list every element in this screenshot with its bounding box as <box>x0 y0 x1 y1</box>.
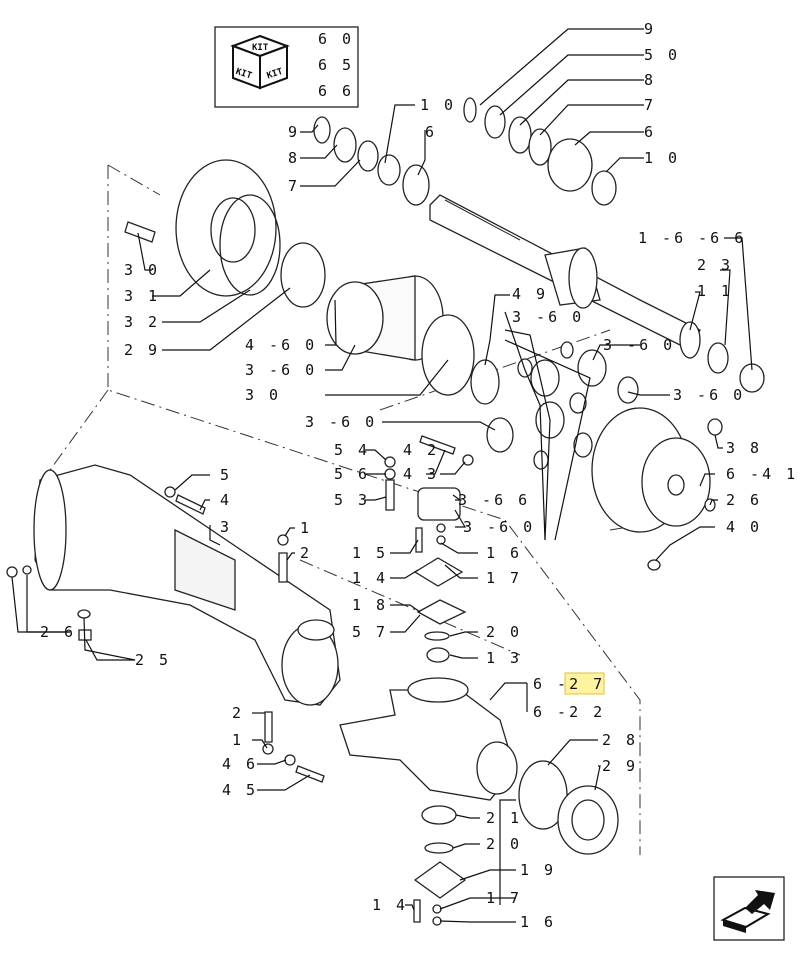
callout-10b: 1 0 <box>420 96 456 114</box>
callout-9b: 9 <box>288 123 300 141</box>
callout-15: 1 5 <box>352 544 388 562</box>
kit-ref-66: 6 6 <box>318 82 354 100</box>
callout-7b: 7 <box>288 177 300 195</box>
callout-56: 5 6 <box>334 465 370 483</box>
callout-45: 4 5 <box>222 781 258 799</box>
callout-360f: 3 -6 0 <box>463 518 535 536</box>
callout-360e: 3 -6 0 <box>673 386 745 404</box>
callout-4: 4 <box>220 491 232 509</box>
planet-carrier <box>591 407 723 571</box>
callout-460: 4 -6 0 <box>245 336 317 354</box>
leader-lines <box>11 28 753 923</box>
callout-30: 3 0 <box>124 261 160 279</box>
callout-1b: 1 <box>232 731 244 749</box>
hub-flange <box>124 159 326 308</box>
callout-23: 2 3 <box>697 256 733 274</box>
callout-9: 9 <box>644 20 656 38</box>
callout-57: 5 7 <box>352 623 388 641</box>
callout-641: 6 -4 1 <box>726 465 798 483</box>
callout-31: 3 1 <box>124 287 160 305</box>
callout-360c: 3 -6 0 <box>245 361 317 379</box>
callout-11: 1 1 <box>697 282 733 300</box>
callout-46: 4 6 <box>222 755 258 773</box>
callout-17b: 1 7 <box>486 889 522 907</box>
callout-labels[interactable]: 9 5 0 8 7 6 1 0 1 0 6 9 8 7 3 0 3 1 3 2 … <box>40 20 798 931</box>
callout-10: 1 0 <box>644 149 680 167</box>
half-shaft <box>429 194 701 359</box>
kit-ref-65: 6 5 <box>318 56 354 74</box>
callout-38: 3 8 <box>726 439 762 457</box>
callout-19: 1 9 <box>520 861 556 879</box>
kit-box[interactable]: KIT KIT KIT 6 0 6 5 6 6 <box>214 26 359 108</box>
callout-28: 2 8 <box>602 731 638 749</box>
callout-8b: 8 <box>288 149 300 167</box>
callout-622: 6 -2 2 <box>533 703 605 721</box>
callout-6b: 6 <box>425 123 437 141</box>
callout-366: 3 -6 6 <box>458 491 530 509</box>
center-hardware <box>384 435 474 625</box>
callout-1: 1 <box>300 519 312 537</box>
callout-2: 2 <box>300 544 312 562</box>
callout-360d: 3 -6 0 <box>305 413 377 431</box>
callout-20b: 2 0 <box>486 835 522 853</box>
callout-6: 6 <box>644 123 656 141</box>
kit-ref-60: 6 0 <box>318 30 354 48</box>
callout-17: 1 7 <box>486 569 522 587</box>
callout-32: 3 2 <box>124 313 160 331</box>
callout-360b: 3 -6 0 <box>603 336 675 354</box>
callout-14b: 1 4 <box>372 896 408 914</box>
planetary-gears <box>486 341 639 470</box>
callout-7: 7 <box>644 96 656 114</box>
kit-cube-icon: KIT KIT KIT <box>230 34 290 90</box>
callout-2b: 2 <box>232 704 244 722</box>
callout-49: 4 9 <box>512 285 548 303</box>
callout-8: 8 <box>644 71 656 89</box>
callout-26b: 2 6 <box>40 623 76 641</box>
callout-29b: 2 9 <box>602 757 638 775</box>
ring-gear <box>326 275 500 405</box>
callout-14: 1 4 <box>352 569 388 587</box>
callout-5: 5 <box>220 466 232 484</box>
shaft-seals-and-rings <box>313 97 765 393</box>
highlight-callout-627 <box>564 672 605 695</box>
callout-25: 2 5 <box>135 651 171 669</box>
steering-knuckle <box>262 631 518 801</box>
callout-18: 1 8 <box>352 596 388 614</box>
callout-29: 2 9 <box>124 341 160 359</box>
callout-40: 4 0 <box>726 518 762 536</box>
callout-20: 2 0 <box>486 623 522 641</box>
callout-43: 4 3 <box>403 465 439 483</box>
callout-3: 3 <box>220 518 232 536</box>
callout-30b: 3 0 <box>245 386 281 404</box>
callout-13: 1 3 <box>486 649 522 667</box>
callout-627: 6 -2 7 <box>533 675 605 693</box>
lower-pivot-parts <box>413 760 619 926</box>
callout-42: 4 2 <box>403 441 439 459</box>
axle-housing <box>6 464 341 706</box>
callout-54: 5 4 <box>334 441 370 459</box>
callout-26: 2 6 <box>726 491 762 509</box>
callout-50: 5 0 <box>644 46 680 64</box>
callout-21: 2 1 <box>486 809 522 827</box>
callout-1666: 1 -6 -6 6 <box>638 229 746 247</box>
kit-label-top: KIT <box>252 43 269 53</box>
kit-label-right: KIT <box>266 67 285 82</box>
callout-360a: 3 -6 0 <box>512 308 584 326</box>
callout-16b: 1 6 <box>520 913 556 931</box>
page-arrow-icon[interactable] <box>713 876 785 941</box>
kit-label-left: KIT <box>234 67 253 82</box>
callout-16: 1 6 <box>486 544 522 562</box>
callout-53: 5 3 <box>334 491 370 509</box>
